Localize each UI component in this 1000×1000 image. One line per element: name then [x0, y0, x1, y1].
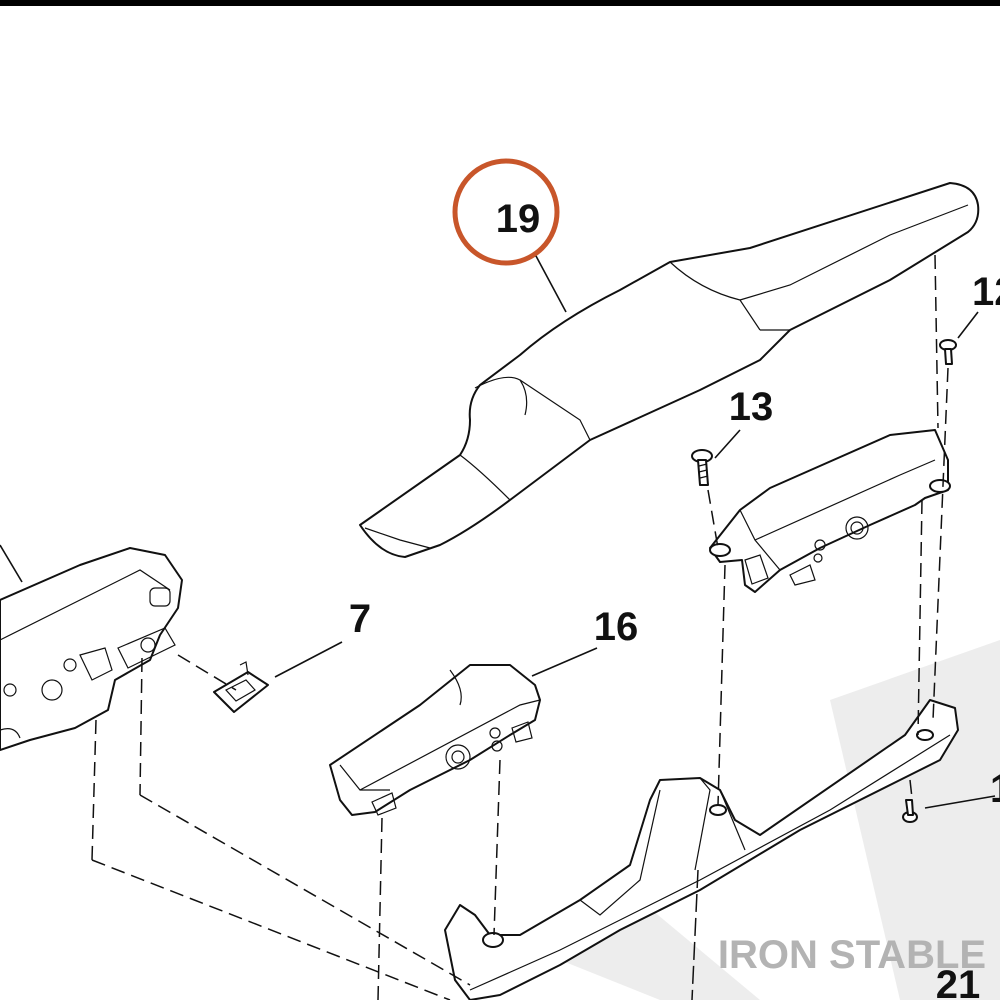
watermark-text: IRON STABLE [718, 933, 986, 977]
part-13-screw[interactable] [691, 449, 713, 486]
top-border [0, 0, 1000, 6]
callout-1[interactable]: 1 [924, 767, 1000, 811]
left-handle-housing[interactable] [0, 547, 183, 751]
callout-7-label: 7 [349, 597, 371, 641]
callout-19-label: 19 [496, 197, 541, 241]
part-1-screw[interactable] [902, 799, 918, 823]
callout-19-highlight-ring [452, 158, 560, 266]
callout-16[interactable]: 16 [531, 605, 639, 677]
part-19-top-cover[interactable] [359, 182, 980, 558]
callout-7-leader [274, 641, 343, 678]
callout-16-leader [531, 647, 598, 677]
part-12-screw[interactable] [939, 339, 957, 365]
callout-16-label: 16 [594, 605, 639, 649]
callout-12-leader [957, 311, 979, 339]
part-7-clip[interactable] [213, 661, 269, 713]
callout-12[interactable]: 12 [957, 270, 1000, 339]
part-13-switch-housing[interactable] [709, 429, 951, 593]
callout-13-leader [714, 429, 741, 459]
part-21-base-housing[interactable] [444, 699, 959, 1000]
callout-12-label: 12 [972, 270, 1000, 314]
callout-13-label: 13 [729, 385, 774, 429]
callout-13[interactable]: 13 [714, 385, 774, 459]
callout-1-label: 1 [990, 767, 1000, 811]
assembly-lines [91, 254, 949, 1000]
callout-7[interactable]: 7 [274, 597, 371, 678]
callout-19[interactable]: 19 [452, 158, 567, 313]
part-16-switch-housing[interactable] [329, 664, 541, 816]
callout-19-leader [535, 255, 567, 313]
left-housing-leader [0, 544, 23, 583]
callout-21[interactable]: 21 [936, 963, 981, 1000]
callout-21-label: 21 [936, 963, 981, 1000]
callout-1-leader [924, 795, 996, 809]
